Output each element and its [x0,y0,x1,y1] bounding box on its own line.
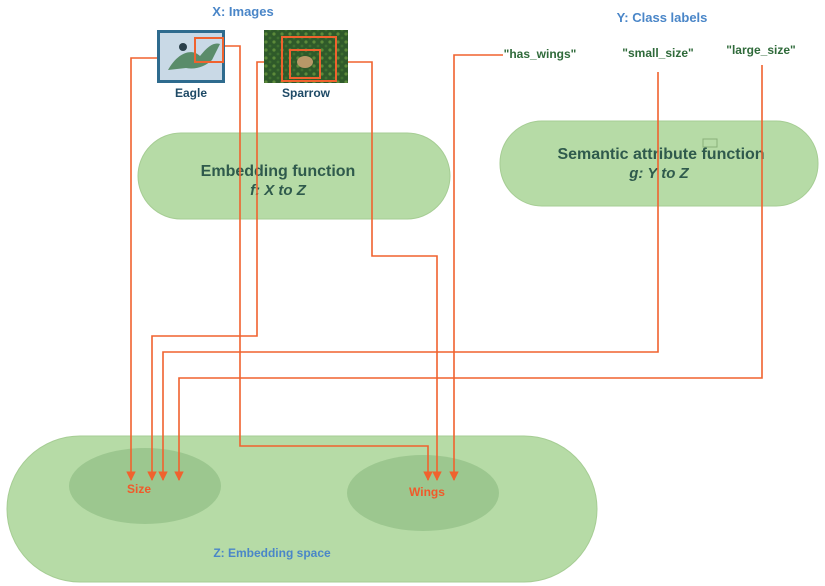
class-label-large-size: "large_size" [726,43,795,57]
size-region-label: Size [127,482,151,496]
embedding-function-formula: f: X to Z [250,182,307,199]
arrow-small-size-to-size [158,72,659,481]
wings-region-label: Wings [409,485,445,499]
sparrow-caption: Sparrow [282,86,331,100]
arrow-eagle-to-size [126,57,157,481]
semantic-function-node [499,120,819,207]
embedding-function-title: Embedding function [201,163,356,180]
eagle-caption: Eagle [175,86,207,100]
semantic-function-title: Semantic attribute function [557,146,764,163]
arrow-large-size-to-size [174,65,763,481]
sparrow-image [264,30,348,83]
small-marker-icon [702,138,718,148]
class-label-has-wings: "has_wings" [504,47,577,61]
class-labels-header: Y: Class labels [617,10,708,25]
arrow-sparrow-to-size [147,61,264,481]
wings-region [347,455,499,531]
arrow-sparrow-to-wings [348,61,442,481]
arrow-eagle-to-wings [225,45,433,481]
size-region [69,448,221,524]
eagle-image [157,30,225,83]
arrow-has-wings-to-wings [449,54,503,481]
embedding-space-label: Z: Embedding space [213,546,331,560]
semantic-function-formula: g: Y to Z [628,165,689,182]
class-label-small-size: "small_size" [622,46,693,60]
images-header: X: Images [212,4,273,19]
